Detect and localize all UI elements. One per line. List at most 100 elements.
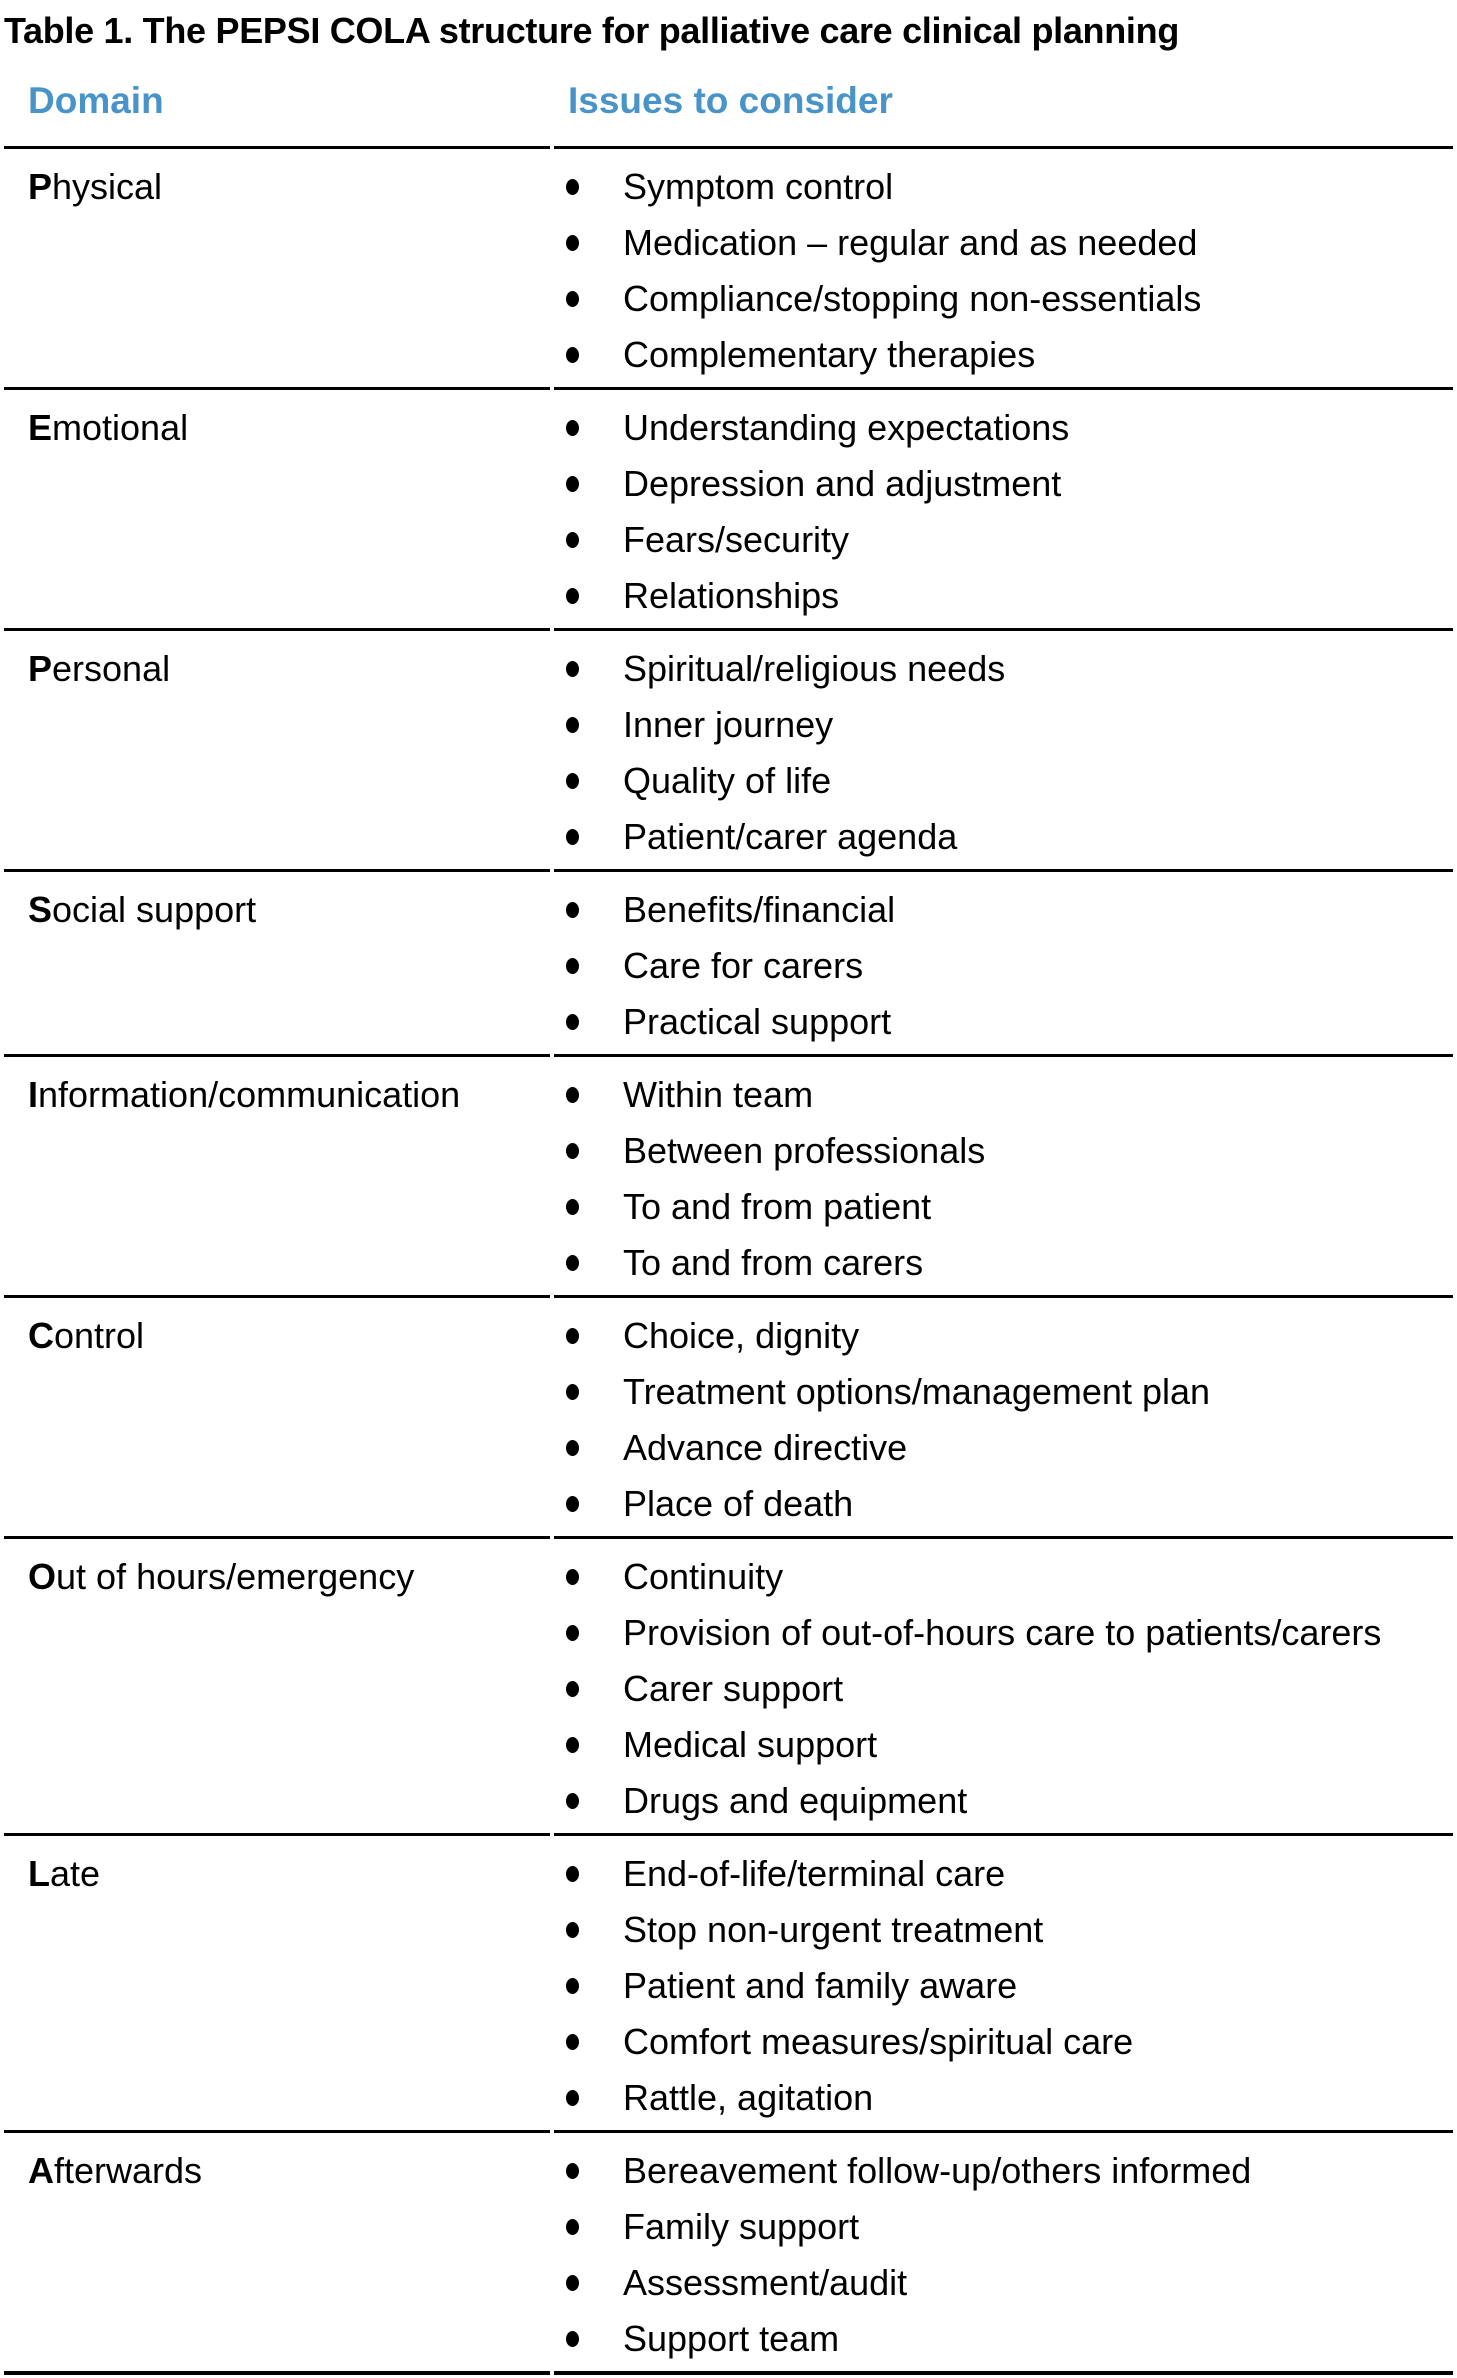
issue-text: Provision of out-of-hours care to patien…: [623, 1612, 1382, 1653]
domain-rest: hysical: [52, 166, 163, 207]
issue-item: Between professionals: [554, 1123, 1453, 1179]
table-header-row: Domain Issues to consider: [4, 58, 1453, 149]
column-header-issues: Issues to consider: [554, 58, 1453, 149]
bullet-icon: [566, 1328, 579, 1344]
issue-item: Inner journey: [554, 697, 1453, 753]
bullet-icon: [566, 1793, 579, 1809]
issue-item: Comfort measures/spiritual care: [554, 2014, 1453, 2070]
bullet-icon: [566, 1014, 579, 1030]
issue-item: Patient/carer agenda: [554, 809, 1453, 865]
bullet-icon: [566, 1866, 579, 1882]
bullet-icon: [566, 476, 579, 492]
issue-item: Stop non-urgent treatment: [554, 1902, 1453, 1958]
domain-rest: ontrol: [54, 1315, 145, 1356]
issue-text: To and from patient: [623, 1186, 932, 1227]
issue-text: Quality of life: [623, 760, 832, 801]
domain-rest: ut of hours/emergency: [56, 1556, 415, 1597]
issue-text: Practical support: [623, 1001, 892, 1042]
issue-text: Between professionals: [623, 1130, 986, 1171]
issue-text: Stop non-urgent treatment: [623, 1909, 1044, 1950]
issue-text: Advance directive: [623, 1427, 908, 1468]
bullet-icon: [566, 2219, 579, 2235]
issue-item: Spiritual/religious needs: [554, 641, 1453, 697]
domain-rest: nformation/communication: [38, 1074, 461, 1115]
issue-text: Fears/security: [623, 519, 850, 560]
domain-initial: E: [28, 407, 53, 448]
bullet-icon: [566, 2275, 579, 2291]
issue-text: Patient/carer agenda: [623, 816, 958, 857]
bullet-icon: [566, 235, 579, 251]
issue-item: Practical support: [554, 994, 1453, 1050]
issue-item: Complementary therapies: [554, 327, 1453, 383]
bullet-icon: [566, 1199, 579, 1215]
issue-item: Drugs and equipment: [554, 1773, 1453, 1829]
bullet-icon: [566, 1737, 579, 1753]
bullet-icon: [566, 958, 579, 974]
issue-text: Carer support: [623, 1668, 844, 1709]
bullet-icon: [566, 347, 579, 363]
bullet-icon: [566, 1681, 579, 1697]
issue-text: Care for carers: [623, 945, 864, 986]
issue-text: Compliance/stopping non-essentials: [623, 278, 1202, 319]
issue-text: Within team: [623, 1074, 814, 1115]
domain-initial: P: [28, 648, 53, 689]
bullet-icon: [566, 1440, 579, 1456]
issue-item: Depression and adjustment: [554, 456, 1453, 512]
issues-cell: End-of-life/terminal care Stop non-urgen…: [554, 1836, 1453, 2133]
domain-rest: ate: [50, 1853, 101, 1894]
bullet-icon: [566, 1496, 579, 1512]
issues-cell: Spiritual/religious needs Inner journey …: [554, 631, 1453, 872]
domain-rest: ocial support: [52, 889, 257, 930]
issues-cell: Benefits/financial Care for carers Pract…: [554, 872, 1453, 1057]
issue-item: End-of-life/terminal care: [554, 1846, 1453, 1902]
issue-text: Choice, dignity: [623, 1315, 860, 1356]
issue-item: Benefits/financial: [554, 882, 1453, 938]
issue-item: Relationships: [554, 568, 1453, 624]
issue-text: End-of-life/terminal care: [623, 1853, 1006, 1894]
domain-initial: I: [28, 1074, 39, 1115]
issue-item: Symptom control: [554, 159, 1453, 215]
issue-text: Comfort measures/spiritual care: [623, 2021, 1134, 2062]
issue-text: Rattle, agitation: [623, 2077, 874, 2118]
domain-rest: ersonal: [52, 648, 171, 689]
bullet-icon: [566, 661, 579, 677]
issue-text: Medical support: [623, 1724, 878, 1765]
issue-item: Assessment/audit: [554, 2255, 1453, 2311]
issue-item: Quality of life: [554, 753, 1453, 809]
issue-text: Place of death: [623, 1483, 854, 1524]
bullet-icon: [566, 717, 579, 733]
bullet-icon: [566, 420, 579, 436]
bullet-icon: [566, 2163, 579, 2179]
issue-item: Rattle, agitation: [554, 2070, 1453, 2126]
issue-text: Benefits/financial: [623, 889, 896, 930]
issue-item: Support team: [554, 2311, 1453, 2367]
bullet-icon: [566, 829, 579, 845]
issue-item: Choice, dignity: [554, 1308, 1453, 1364]
bullet-icon: [566, 179, 579, 195]
issue-item: Advance directive: [554, 1420, 1453, 1476]
issue-text: Understanding expectations: [623, 407, 1070, 448]
issue-text: Bereavement follow-up/others informed: [623, 2150, 1252, 2191]
issue-item: Provision of out-of-hours care to patien…: [554, 1605, 1453, 1661]
issue-text: Support team: [623, 2318, 840, 2359]
issue-text: Medication – regular and as needed: [623, 222, 1198, 263]
bullet-icon: [566, 1255, 579, 1271]
